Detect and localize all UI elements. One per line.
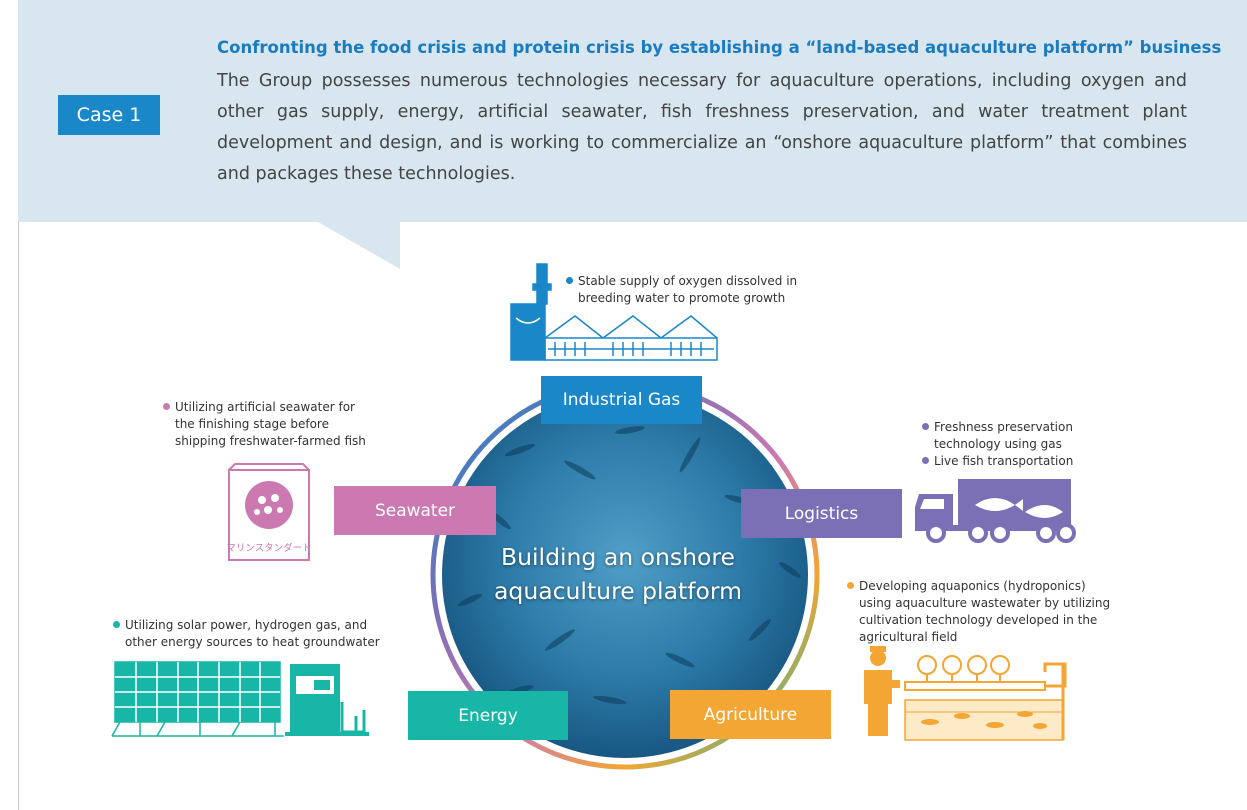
aquaponics-tank-icon [904, 655, 1067, 741]
callout-gas-line1: Stable supply of oxygen dissolved in [578, 274, 798, 288]
callout-logistics: Freshness preservation technology using … [922, 419, 1073, 470]
node-logistics: Logistics [741, 489, 902, 538]
speech-pointer [318, 222, 400, 269]
node-agriculture: Agriculture [670, 690, 831, 739]
header-panel [18, 0, 1247, 222]
node-seawater: Seawater [334, 486, 496, 535]
industrial-gas-plant-icon [510, 263, 718, 361]
callout-logistics-item2: Live fish transportation [934, 454, 1074, 468]
callout-seawater-line2: the finishing stage before [175, 417, 329, 431]
callout-agriculture-line1: Developing aquaponics (hydroponics) [859, 579, 1086, 593]
bullet-dot [847, 582, 854, 589]
truck-icon [915, 479, 1076, 543]
callout-energy-line1: Utilizing solar power, hydrogen gas, and [125, 618, 368, 632]
solar-panel-icon [111, 661, 284, 737]
bullet-dot [922, 423, 929, 430]
callout-energy: Utilizing solar power, hydrogen gas, and… [113, 617, 380, 651]
center-title-line2: aquaculture platform [494, 577, 742, 605]
callout-gas-line2: breeding water to promote growth [578, 291, 786, 305]
farmer-icon [864, 646, 900, 736]
callout-logistics-item1-line1: Freshness preservation [934, 420, 1073, 434]
node-industrial-gas: Industrial Gas [541, 376, 702, 424]
case-title: Confronting the food crisis and protein … [217, 38, 1222, 57]
hydrogen-generator-icon [285, 664, 369, 736]
callout-gas: Stable supply of oxygen dissolved in bre… [566, 273, 797, 307]
callout-agriculture-line4: agricultural field [859, 630, 958, 644]
case-badge: Case 1 [58, 95, 160, 135]
callout-logistics-item1-line2: technology using gas [934, 437, 1062, 451]
callout-agriculture: Developing aquaponics (hydroponics) usin… [847, 578, 1110, 646]
callout-seawater-line3: shipping freshwater-farmed fish [175, 434, 366, 448]
center-title-line1: Building an onshore [501, 543, 735, 571]
callout-agriculture-line2: using aquaculture wastewater by utilizin… [859, 596, 1111, 610]
bullet-dot [922, 457, 929, 464]
seawater-product-label: マリンスタンダード [226, 542, 311, 554]
bullet-dot [163, 403, 170, 410]
callout-agriculture-line3: cultivation technology developed in the [859, 613, 1098, 627]
center-title: Building an onshore aquaculture platform [458, 540, 778, 608]
water-photo [442, 392, 808, 758]
frame-line [18, 222, 19, 810]
callout-seawater: Utilizing artificial seawater for the fi… [163, 399, 366, 450]
bullet-dot [566, 277, 573, 284]
callout-seawater-line1: Utilizing artificial seawater for [175, 400, 355, 414]
node-energy: Energy [408, 691, 568, 740]
seawater-bag-icon [228, 463, 310, 561]
bullet-dot [113, 621, 120, 628]
case-description: The Group possesses numerous technologie… [217, 71, 1187, 184]
callout-energy-line2: other energy sources to heat groundwater [125, 635, 380, 649]
